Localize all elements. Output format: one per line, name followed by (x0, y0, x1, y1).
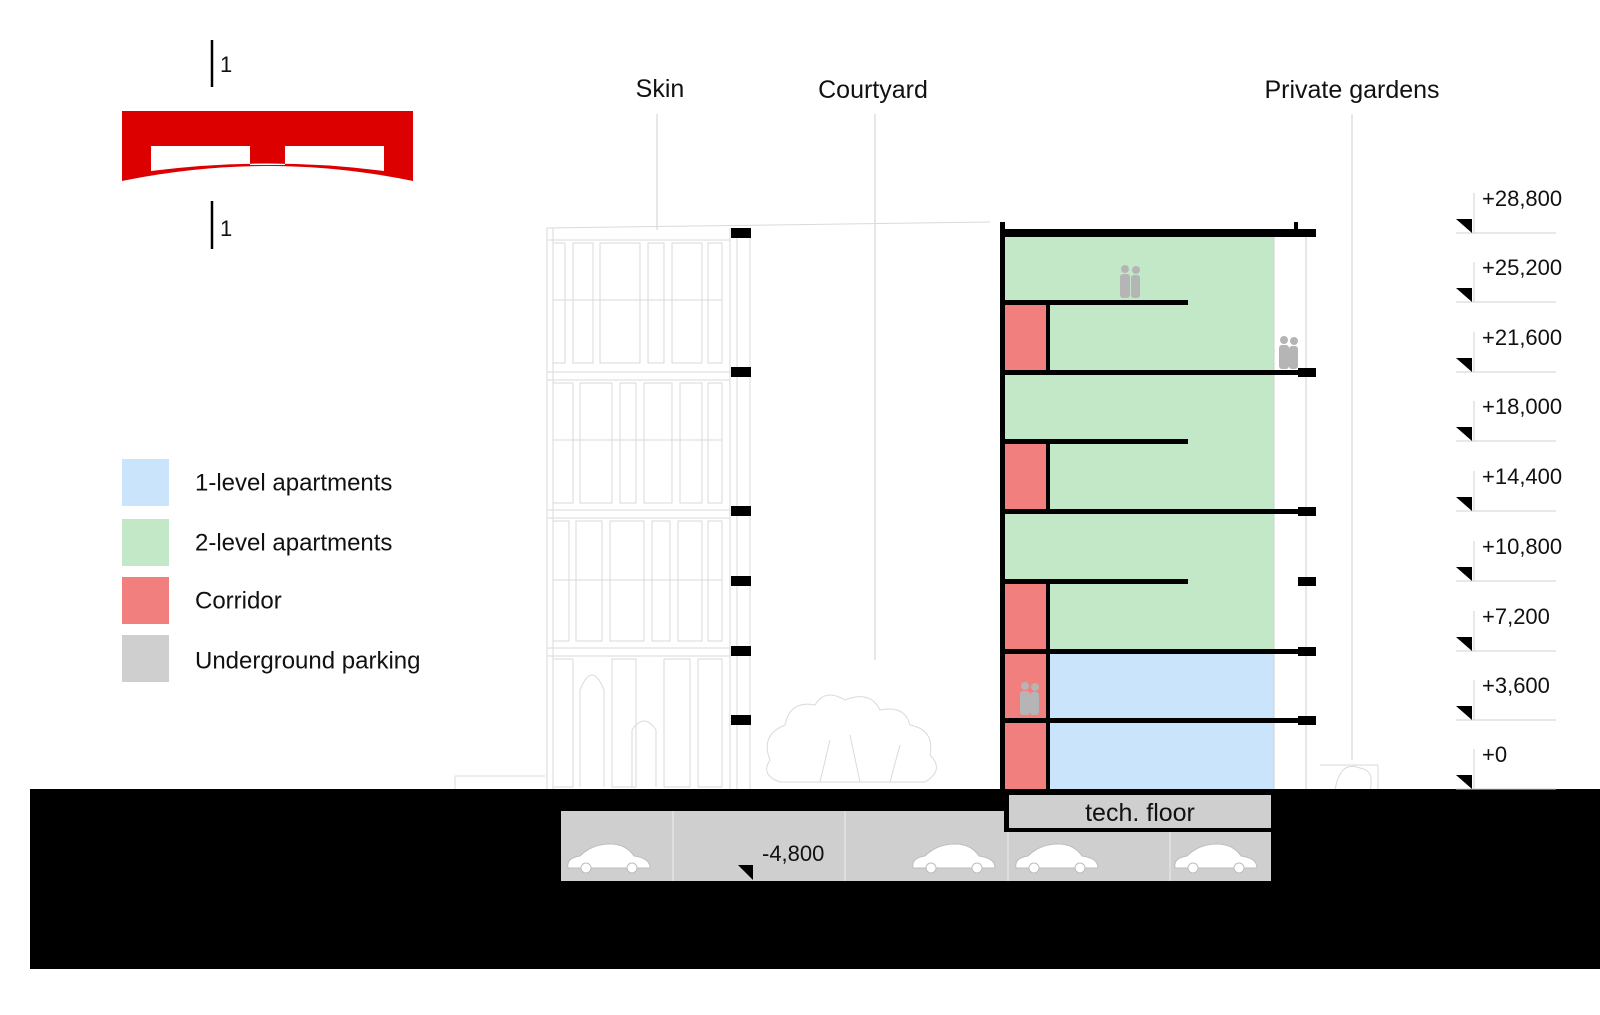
skin-slab-edge (731, 228, 751, 238)
level-label: +3,600 (1482, 673, 1550, 698)
level-marker-triangle (1456, 637, 1472, 651)
legend: 1-level apartments 2-level apartments Co… (122, 459, 420, 682)
key-plan: 1 1 (122, 40, 413, 249)
tech-floor (1009, 795, 1271, 828)
legend-label-one-level: 1-level apartments (195, 469, 392, 496)
mezzanine-slab (1000, 439, 1188, 444)
level-label: +28,800 (1482, 186, 1562, 211)
car-body (1015, 843, 1099, 869)
floor-slab (1000, 718, 1304, 723)
legend-swatch-two-level (122, 519, 169, 566)
facade-slab-edges (731, 228, 751, 725)
level-marker-triangle (1456, 219, 1472, 233)
car-wheel (1028, 862, 1040, 874)
legend-label-parking: Underground parking (195, 647, 420, 674)
floor-slab (1000, 649, 1304, 654)
roof-parapet (1294, 222, 1298, 232)
car-icon (1015, 843, 1099, 874)
car-icon (912, 843, 996, 874)
mezzanine-slab (1000, 579, 1188, 584)
parked-cars (567, 843, 1258, 874)
level-marker-triangle (1456, 775, 1472, 789)
legend-label-corridor: Corridor (195, 587, 282, 614)
corridor-zone (1004, 302, 1048, 372)
level-marker-triangle (1456, 288, 1472, 302)
slab-edge-stub (1298, 577, 1316, 586)
slab-edge-stub (1298, 368, 1316, 377)
key-plan-shape (122, 111, 413, 181)
level-label: +18,000 (1482, 394, 1562, 419)
car-icon (567, 843, 651, 874)
car-wheel (1233, 862, 1245, 874)
legend-swatch-parking (122, 635, 169, 682)
car-wheel (971, 862, 983, 874)
level-label: +25,200 (1482, 255, 1562, 280)
legend-label-two-level: 2-level apartments (195, 529, 392, 556)
slab-edge-stub (1298, 507, 1316, 516)
corridor-zone (1004, 720, 1048, 789)
level-label: +21,600 (1482, 325, 1562, 350)
person-figure (1120, 265, 1140, 298)
tech-floor-label: tech. floor (1085, 799, 1195, 827)
skin-slab-edge (731, 576, 751, 586)
corridor-wall (1046, 302, 1050, 372)
car-wheel (1074, 862, 1086, 874)
level-marker-triangle (1456, 567, 1472, 581)
skin-slab-edge (731, 367, 751, 377)
level-marker-triangle (1456, 497, 1472, 511)
mezzanine-slab (1000, 300, 1188, 305)
ground-and-basement: tech. floor -4,800 (30, 789, 1600, 969)
zone-label-skin: Skin (636, 75, 685, 103)
people-figures (1020, 265, 1298, 715)
slab-edge-stub (1298, 647, 1316, 656)
level-marker-triangle (1456, 427, 1472, 441)
level-label-basement: -4,800 (762, 841, 824, 866)
section-cut-label-top: 1 (220, 52, 232, 77)
skin-slab-edge (731, 715, 751, 725)
corridor-zone (1004, 581, 1048, 651)
legend-swatch-corridor (122, 577, 169, 624)
car-body (912, 843, 996, 869)
level-label: +10,800 (1482, 534, 1562, 559)
zone-labels: Skin Courtyard Private gardens (636, 75, 1440, 760)
corridor-zone (1004, 441, 1048, 511)
skin-slab-edge (731, 506, 751, 516)
slab-edge-stub (1298, 716, 1316, 725)
person-figure (1279, 336, 1298, 369)
level-label: +14,400 (1482, 464, 1562, 489)
car-wheel (626, 862, 638, 874)
corridor-wall (1046, 441, 1050, 511)
car-body (567, 843, 651, 869)
car-icon (1174, 843, 1258, 874)
section-cut-label-bottom: 1 (220, 216, 232, 241)
level-label: +7,200 (1482, 604, 1550, 629)
level-marker-triangle (1456, 358, 1472, 372)
floor-slab (1000, 370, 1304, 375)
corridor-wall (1046, 581, 1050, 789)
car-wheel (1187, 862, 1199, 874)
apartment-block (1000, 222, 1316, 789)
zone-label-private-gardens: Private gardens (1264, 76, 1439, 104)
roof-slab (1000, 229, 1316, 237)
zone-label-courtyard: Courtyard (818, 76, 928, 104)
car-body (1174, 843, 1258, 869)
person-figure (1020, 682, 1039, 715)
level-marker-triangle (1456, 706, 1472, 720)
legend-swatch-one-level (122, 459, 169, 506)
level-label: +0 (1482, 742, 1507, 767)
level-markers: +28,800 +25,200 +21,600 +18,000 +14,400 +10,8… (1456, 186, 1562, 790)
car-wheel (925, 862, 937, 874)
level-marker-basement (738, 865, 753, 880)
car-wheel (580, 862, 592, 874)
skin-slab-edge (731, 646, 751, 656)
floor-slab (1000, 509, 1304, 514)
